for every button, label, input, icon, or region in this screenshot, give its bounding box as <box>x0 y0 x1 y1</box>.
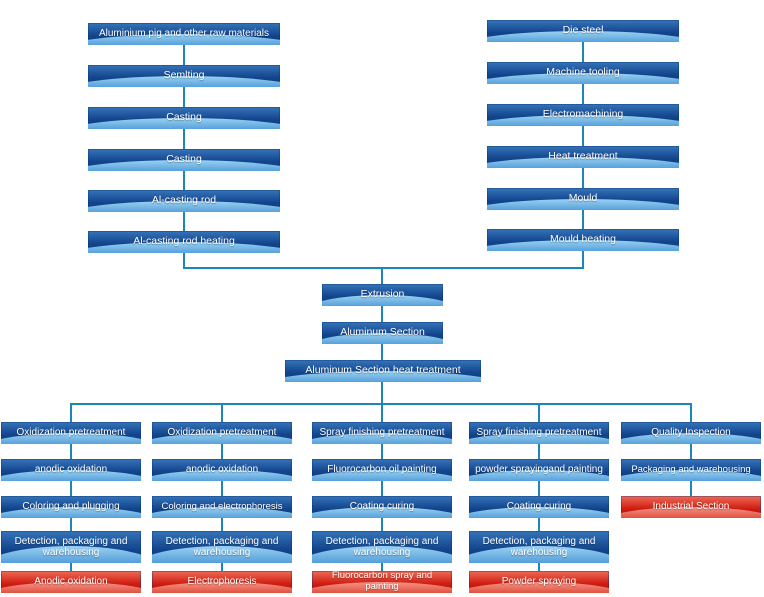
node-branch3-final-fluorocarbon-spray: Fluorocarbon spray and painting <box>312 571 452 593</box>
node-label: anodic oxidation <box>185 464 259 476</box>
node-branch5-final-industrial-section: Industrial Section <box>621 496 761 518</box>
node-casting-2: Casting <box>88 149 280 171</box>
connector-branch5-drop <box>690 403 692 424</box>
node-label: Electrophoresis <box>187 576 257 588</box>
node-mould-heating: Mould heating <box>487 229 679 251</box>
node-label: Detection, packaging and warehousing <box>165 535 279 558</box>
node-branch4-powder-spraying-painting: powder sprayingand painting <box>469 459 609 481</box>
connector-split-vertical <box>381 382 383 404</box>
node-branch5-quality-inspection: Quality Inspection <box>621 422 761 444</box>
node-label: Oxidization pretreatment <box>16 427 126 439</box>
node-label: Heat treatment <box>548 150 618 163</box>
node-label: Coating curing <box>506 501 572 513</box>
node-casting-1: Casting <box>88 107 280 129</box>
node-branch1-pretreatment: Oxidization pretreatment <box>1 422 141 444</box>
node-machine-tooling: Machine tooling <box>487 62 679 84</box>
node-extrusion: Extrusion <box>322 284 443 306</box>
node-branch3-detection: Detection, packaging and warehousing <box>312 531 452 563</box>
node-label: Electromachining <box>542 108 624 121</box>
node-label: Fluorocarbon spray and painting <box>331 571 433 592</box>
connector-branch2-drop <box>221 403 223 424</box>
node-label: Extrusion <box>360 288 405 301</box>
node-branch2-detection: Detection, packaging and warehousing <box>152 531 292 563</box>
node-label: Spray finishing pretreatment <box>319 427 445 439</box>
node-branch4-coating-curing: Coating curing <box>469 496 609 518</box>
node-label: Industrial Section <box>652 501 730 513</box>
node-mould: Mould <box>487 188 679 210</box>
node-label: Detection, packaging and warehousing <box>325 535 439 558</box>
node-branch3-fluorocarbon-oil-painting: Fluorocarbon oil painting <box>312 459 452 481</box>
node-label: Machine tooling <box>546 66 620 79</box>
node-branch4-pretreatment: Spray finishing pretreatment <box>469 422 609 444</box>
node-branch2-anodic-oxidation: anodic oxidation <box>152 459 292 481</box>
node-al-casting-rod-heating: Al-casting rod heating <box>88 231 280 253</box>
node-label: Coating curing <box>349 501 415 513</box>
node-branch1-final-anodic-oxidation: Anodic oxidation <box>1 571 141 593</box>
node-label: anodic oxidation <box>34 464 108 476</box>
node-label: Mould <box>568 192 598 205</box>
node-branch3-coating-curing: Coating curing <box>312 496 452 518</box>
node-label: Al-casting rod heating <box>133 235 235 248</box>
node-label: Detection, packaging and warehousing <box>482 535 596 558</box>
node-branch2-final-electrophoresis: Electrophoresis <box>152 571 292 593</box>
node-heat-treatment: Heat treatment <box>487 146 679 168</box>
node-branch1-anodic-oxidation: anodic oxidation <box>1 459 141 481</box>
node-branch1-coloring-plugging: Coloring and plugging <box>1 496 141 518</box>
connector-right-drop <box>582 251 584 269</box>
node-label: Al-casting rod <box>151 194 217 207</box>
node-label: Coloring and plugging <box>22 501 120 513</box>
node-label: powder sprayingand painting <box>475 464 603 476</box>
node-label: Mould heating <box>550 233 616 246</box>
node-label: Semlting <box>163 69 205 82</box>
connector-right-column <box>582 31 584 241</box>
node-label: Anodic oxidation <box>34 576 108 588</box>
connector-branch1-drop <box>70 403 72 424</box>
node-branch1-detection: Detection, packaging and warehousing <box>1 531 141 563</box>
connector-branch4-drop <box>538 403 540 424</box>
connector-merge-horizontal <box>183 267 584 269</box>
node-al-casting-rod: Al-casting rod <box>88 190 280 212</box>
node-aluminum-section-heat-treatment: Aluminum Section heat treatment <box>285 360 481 382</box>
node-label: Spray finishing pretreatment <box>476 427 602 439</box>
node-label: Coloring and electrophoresis <box>161 500 283 512</box>
node-label: Fluorocarbon oil painting <box>327 464 437 476</box>
node-label: Aluminum Section <box>340 326 425 339</box>
node-label: Casting <box>166 153 202 166</box>
node-label: Detection, packaging and warehousing <box>14 535 128 558</box>
node-aluminum-section: Aluminum Section <box>322 322 443 344</box>
node-branch4-detection: Detection, packaging and warehousing <box>469 531 609 563</box>
node-die-steel: Die steel <box>487 20 679 42</box>
node-label: Aluminum Section heat treatment <box>305 364 461 377</box>
node-label: Aluminium pig and other raw materials <box>98 28 270 40</box>
node-branch3-pretreatment: Spray finishing pretreatment <box>312 422 452 444</box>
node-branch2-coloring-electrophoresis: Coloring and electrophoresis <box>152 496 292 518</box>
node-electromachining: Electromachining <box>487 104 679 126</box>
node-raw-materials: Aluminium pig and other raw materials <box>88 23 280 45</box>
node-label: Quality Inspection <box>651 427 731 439</box>
node-label: Die steel <box>562 24 604 37</box>
connector-left-drop <box>183 253 185 269</box>
node-smelting: Semlting <box>88 65 280 87</box>
node-branch5-packaging-warehousing: Packaging and warehousing <box>621 459 761 481</box>
node-label: Casting <box>166 111 202 124</box>
node-label: Oxidization pretreatment <box>167 427 277 439</box>
node-label: Powder spraying <box>501 576 577 588</box>
connector-left-column <box>183 34 185 242</box>
node-label: Packaging and warehousing <box>631 463 751 475</box>
node-branch4-final-powder-spraying: Powder spraying <box>469 571 609 593</box>
node-branch2-pretreatment: Oxidization pretreatment <box>152 422 292 444</box>
connector-branch3-drop <box>381 403 383 424</box>
